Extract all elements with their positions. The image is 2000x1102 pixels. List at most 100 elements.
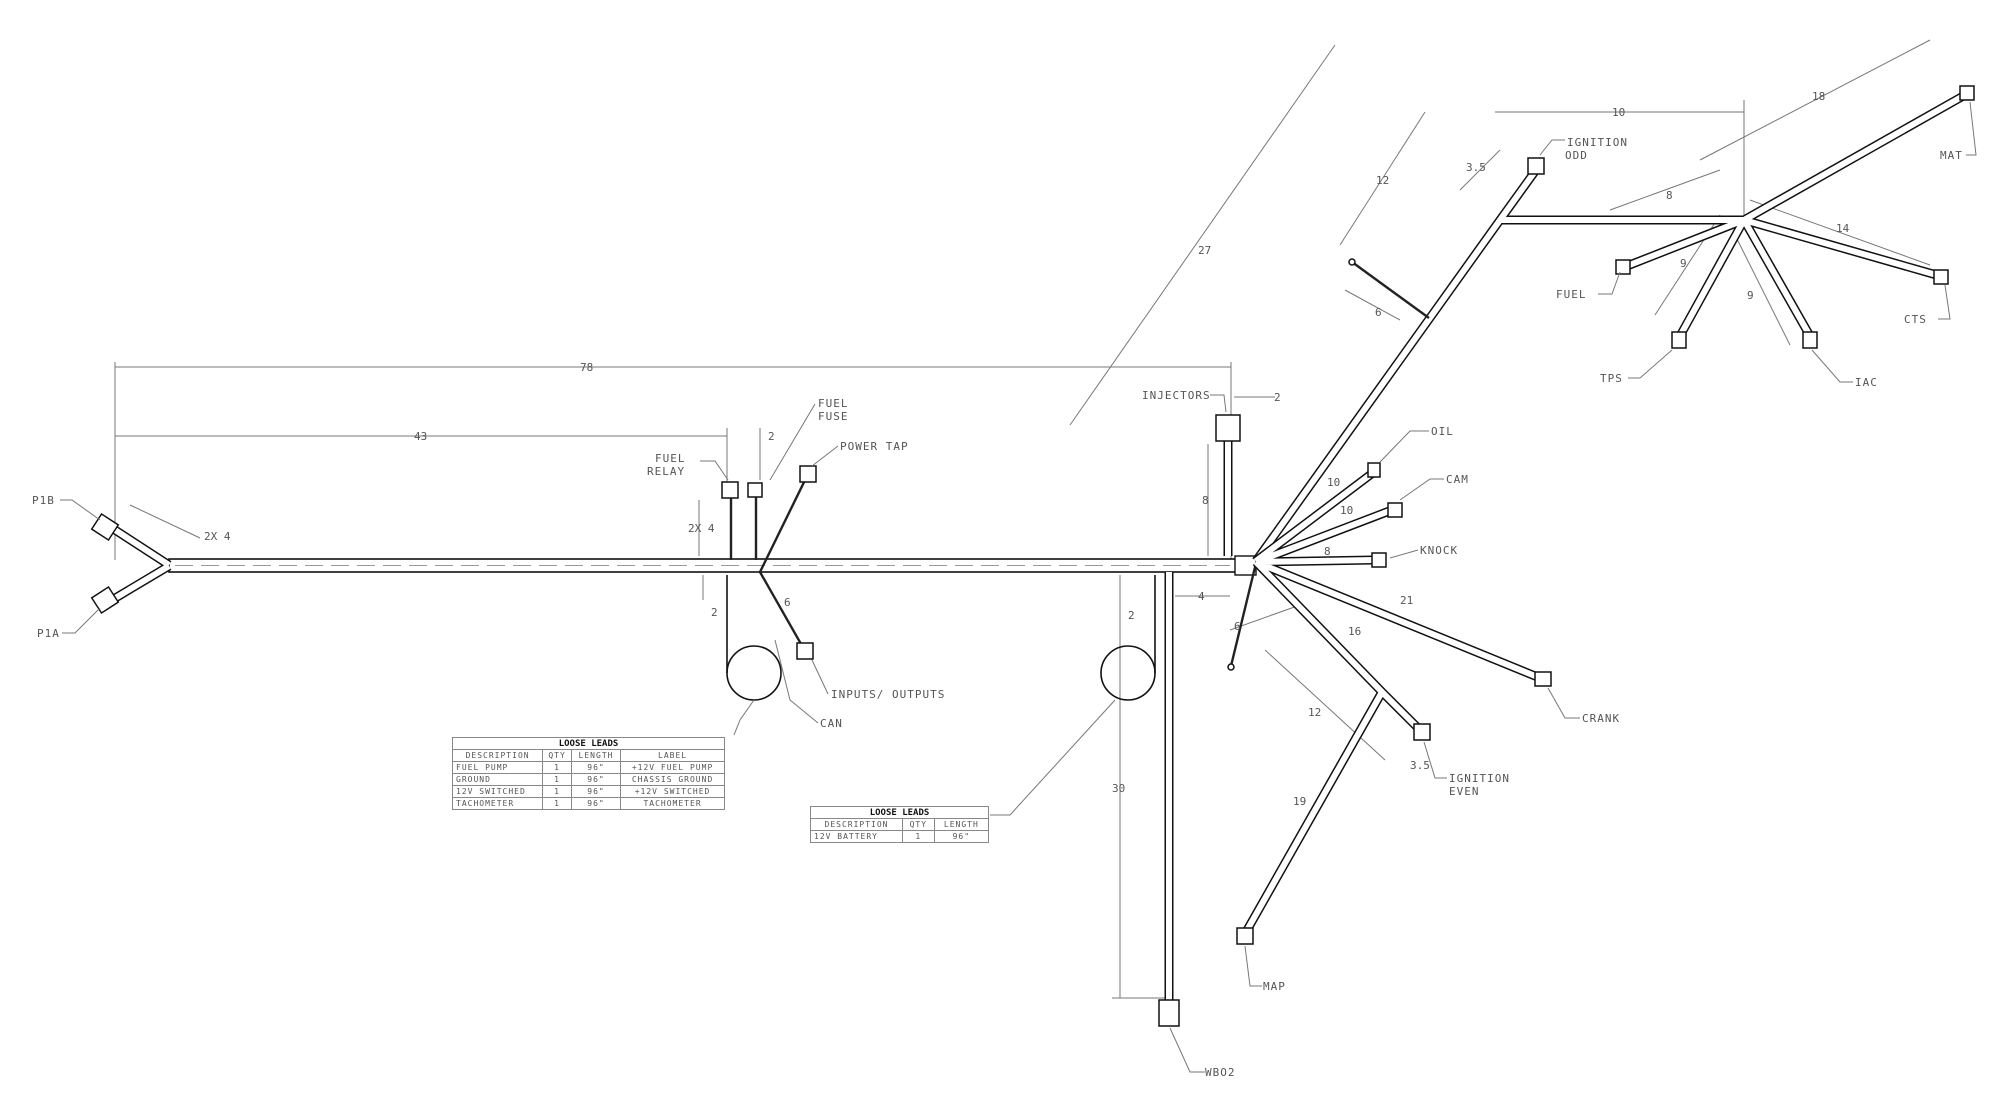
cell: 12V SWITCHED	[451, 785, 544, 798]
dim-cam-len: 10	[1340, 504, 1353, 517]
dim-relay-fuse-spacing: 2	[768, 430, 775, 443]
fuel-relay-connector	[721, 481, 739, 499]
connector-cam	[1387, 502, 1403, 518]
label-p1a: P1A	[37, 627, 60, 640]
label-iac: IAC	[1855, 376, 1878, 389]
dim-ign-odd-len: 3.5	[1466, 161, 1486, 174]
label-ignition-odd-1: IGNITION	[1567, 136, 1628, 149]
leader-lines	[60, 101, 1977, 1073]
dim-oil-len: 10	[1327, 476, 1340, 489]
dim-cts-len: 14	[1836, 222, 1850, 235]
dim-loop-offset: 2	[711, 606, 718, 619]
column-header: QTY	[542, 749, 572, 762]
label-power-tap: POWER TAP	[840, 440, 909, 453]
label-fuel-relay-2: RELAY	[647, 465, 685, 478]
table-title: LOOSE LEADS	[810, 806, 989, 819]
cell: 1	[542, 761, 572, 774]
cell: FUEL PUMP	[451, 761, 544, 774]
dim-ign-even-pos: 12	[1308, 706, 1321, 719]
loose-leads-table-2: LOOSE LEADS DESCRIPTION QTY LENGTH 12V B…	[810, 806, 990, 843]
label-knock: KNOCK	[1420, 544, 1458, 557]
label-ignition-odd-2: ODD	[1565, 149, 1588, 162]
dim-upper-trunk: 27	[1198, 244, 1211, 257]
column-header: LENGTH	[933, 818, 990, 831]
column-header: LENGTH	[570, 749, 622, 762]
cell: TACHOMETER	[451, 797, 544, 810]
dim-iac-len: 9	[1747, 289, 1754, 302]
label-can: CAN	[820, 717, 843, 730]
cell: 96"	[570, 761, 622, 774]
cell: 1	[901, 830, 935, 843]
label-inputs-outputs: INPUTS/ OUTPUTS	[831, 688, 945, 701]
label-fuel-relay-1: FUEL	[655, 452, 686, 465]
cell: 96"	[933, 830, 990, 843]
cell: +12V SWITCHED	[620, 785, 725, 798]
label-mat: MAT	[1940, 149, 1963, 162]
label-cam: CAM	[1446, 473, 1469, 486]
connector-ignition-odd	[1527, 157, 1545, 175]
dim-hub-offset: 10	[1612, 106, 1625, 119]
dim-crank-len: 21	[1400, 594, 1413, 607]
label-crank: CRANK	[1582, 712, 1620, 725]
cell: 1	[542, 773, 572, 786]
label-ignition-even-2: EVEN	[1449, 785, 1480, 798]
connector-oil	[1367, 462, 1381, 478]
dim-ign-even-len: 3.5	[1410, 759, 1430, 772]
stub-end-upper	[1348, 258, 1356, 266]
connector-cts	[1933, 269, 1949, 285]
dim-wbo2-len: 30	[1112, 782, 1125, 795]
connector-injectors	[1215, 414, 1241, 442]
dim-upper-stub-pos: 12	[1376, 174, 1389, 187]
column-header: DESCRIPTION	[451, 749, 544, 762]
label-ignition-even-1: IGNITION	[1449, 772, 1510, 785]
cell: TACHOMETER	[620, 797, 725, 810]
table-header-row: DESCRIPTION QTY LENGTH	[810, 818, 990, 831]
dim-tps-len: 9	[1680, 257, 1687, 270]
label-tps: TPS	[1600, 372, 1623, 385]
dim-lower-branch: 16	[1348, 625, 1361, 638]
dim-lower-stub-len: 6	[1234, 620, 1241, 633]
label-injectors: INJECTORS	[1142, 389, 1211, 402]
dim-overall: 78	[580, 361, 593, 374]
connector-inputs-outputs	[796, 642, 814, 660]
label-wbo2: WBO2	[1205, 1066, 1236, 1079]
cell: 96"	[570, 785, 622, 798]
label-cts: CTS	[1904, 313, 1927, 326]
dim-wbo2-offset: 4	[1198, 590, 1205, 603]
connector-knock	[1371, 552, 1387, 568]
connector-iac	[1802, 331, 1818, 349]
cell: 12V BATTERY	[810, 830, 903, 843]
connector-wbo2	[1158, 999, 1180, 1027]
dim-to-relay: 43	[414, 430, 427, 443]
stub-end-lower	[1227, 663, 1235, 671]
wire-branches	[109, 91, 1968, 1000]
connector-p1a	[90, 585, 120, 615]
fuel-fuse-connector	[747, 482, 763, 498]
connector-ignition-even	[1413, 723, 1431, 741]
cell: 1	[542, 785, 572, 798]
cell: 96"	[570, 797, 622, 810]
label-p1b: P1B	[32, 494, 55, 507]
label-map: MAP	[1263, 980, 1286, 993]
dim-p1-breakout: 2X 4	[204, 530, 231, 543]
connector-mat	[1959, 85, 1975, 101]
connector-tps	[1671, 331, 1687, 349]
dim-relay-drop: 2X 4	[688, 522, 715, 535]
dimension-lines	[114, 39, 1931, 999]
label-fuel: FUEL	[1556, 288, 1587, 301]
cell: GROUND	[451, 773, 544, 786]
label-oil: OIL	[1431, 425, 1454, 438]
cell: 96"	[570, 773, 622, 786]
cell: +12V FUEL PUMP	[620, 761, 725, 774]
label-fuel-fuse-1: FUEL	[818, 397, 849, 410]
dim-injectors-offset: 2	[1274, 391, 1281, 404]
column-header: DESCRIPTION	[810, 818, 903, 831]
dim-injectors-len: 8	[1202, 494, 1209, 507]
connector-crank	[1534, 671, 1552, 687]
dim-io-branch: 6	[784, 596, 791, 609]
